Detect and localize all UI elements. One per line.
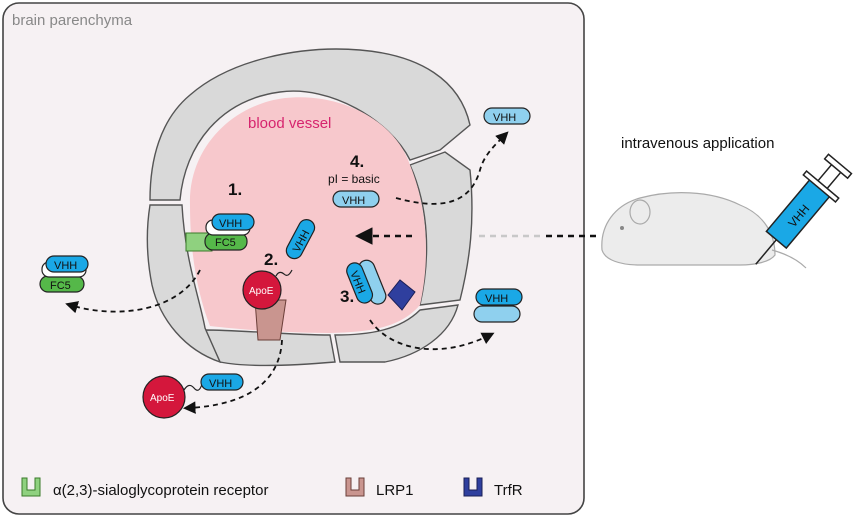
released-vhh-step3-label: VHH — [485, 293, 508, 305]
vhh-step3-body — [346, 262, 374, 304]
vhh-step1-label: VHH — [219, 218, 242, 230]
syringe-needle — [755, 239, 777, 265]
legend-trfr-label: TrfR — [494, 482, 523, 499]
region-label: brain parenchyma — [12, 12, 133, 29]
released-apoe — [142, 375, 186, 419]
vhh-step1 — [211, 213, 255, 231]
legend: α(2,3)-sialoglycoprotein receptor LRP1 T… — [21, 477, 523, 499]
arrow-step4 — [395, 131, 509, 205]
legend-lrp1-icon — [345, 477, 365, 497]
released-vhh-step4 — [483, 107, 531, 125]
step-4-label: 4. — [350, 152, 364, 171]
released-vhh-step2-label: VHH — [209, 378, 232, 390]
legend-lrp1-label: LRP1 — [376, 482, 414, 499]
vhh-step4-label: VHH — [342, 195, 365, 207]
released-vhh-step3-bottom — [473, 305, 521, 323]
released-vhh-step3-top — [475, 288, 523, 306]
legend-trfr-icon — [463, 477, 483, 497]
step-3-label: 3. — [340, 287, 354, 306]
mouse-illustration — [601, 192, 807, 269]
endothelial-cell-left — [146, 204, 222, 364]
mouse-eye — [620, 226, 624, 230]
apoe-step2-label: ApoE — [249, 286, 274, 297]
released-vhh-step1 — [45, 255, 89, 273]
apoe-step2 — [242, 270, 282, 310]
arrow-step1 — [65, 269, 201, 314]
legend-sialo-label: α(2,3)-sialoglycoprotein receptor — [53, 482, 268, 499]
mouse-body — [601, 192, 776, 266]
fc5-label: FC5 — [215, 237, 236, 249]
released-vhh-step1-label: VHH — [54, 260, 77, 272]
application-label: intravenous application — [621, 135, 774, 152]
released-fc5-label: FC5 — [50, 280, 71, 292]
endothelial-cell-top — [149, 48, 471, 201]
endothelial-cell-right — [409, 151, 473, 306]
mouse-ear — [629, 199, 651, 225]
mouse-tail — [771, 249, 807, 269]
vessel-wall — [146, 48, 473, 367]
step-1-label: 1. — [228, 180, 242, 199]
trfr-receptor — [387, 279, 416, 311]
vhh-step4 — [332, 190, 380, 208]
pi-label: pI = basic — [328, 172, 380, 186]
vessel-label: blood vessel — [248, 115, 331, 132]
endothelial-cell-bottom-right — [334, 304, 459, 363]
vhh-step2-body — [285, 219, 316, 260]
released-vhh-step2 — [200, 373, 244, 391]
released-linker — [183, 383, 203, 391]
released-apoe-label: ApoE — [150, 393, 175, 404]
arrow-step2 — [182, 339, 283, 414]
arrow-step3 — [369, 319, 495, 351]
legend-sialo-icon — [21, 477, 41, 497]
released-vhh-step4-label: VHH — [493, 112, 516, 124]
step-2-label: 2. — [264, 250, 278, 269]
syringe-thumb — [823, 153, 853, 180]
linker-step2 — [275, 269, 293, 277]
syringe-flange — [802, 170, 840, 203]
